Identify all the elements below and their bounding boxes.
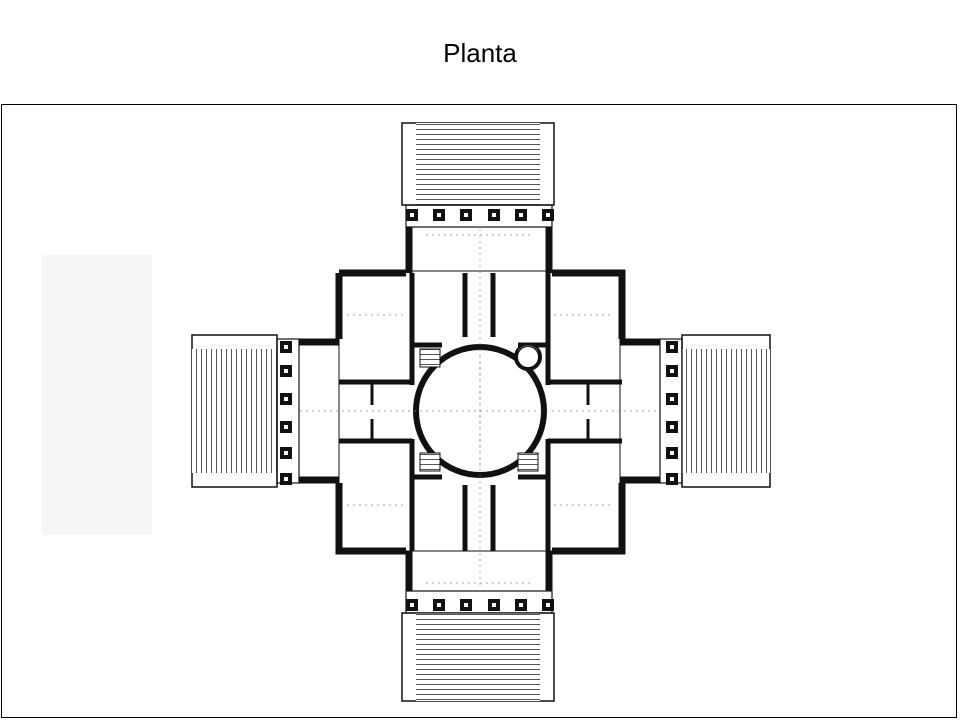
axis-lines — [300, 229, 660, 589]
north-stairs — [401, 122, 555, 206]
south-stairs — [401, 612, 555, 702]
background-texture — [42, 255, 152, 535]
west-stairs — [191, 334, 278, 488]
interior-walls — [339, 273, 622, 551]
exterior-walls — [299, 227, 660, 591]
slide-title: Planta — [443, 38, 517, 68]
east-stairs — [681, 334, 771, 488]
north-portico — [405, 204, 553, 272]
column-centers — [284, 213, 674, 607]
floor-plan-frame — [1, 104, 957, 718]
spiral-stairs — [419, 343, 542, 472]
south-portico — [405, 550, 553, 614]
floor-plan-drawing — [42, 122, 771, 702]
east-portico — [619, 338, 683, 484]
